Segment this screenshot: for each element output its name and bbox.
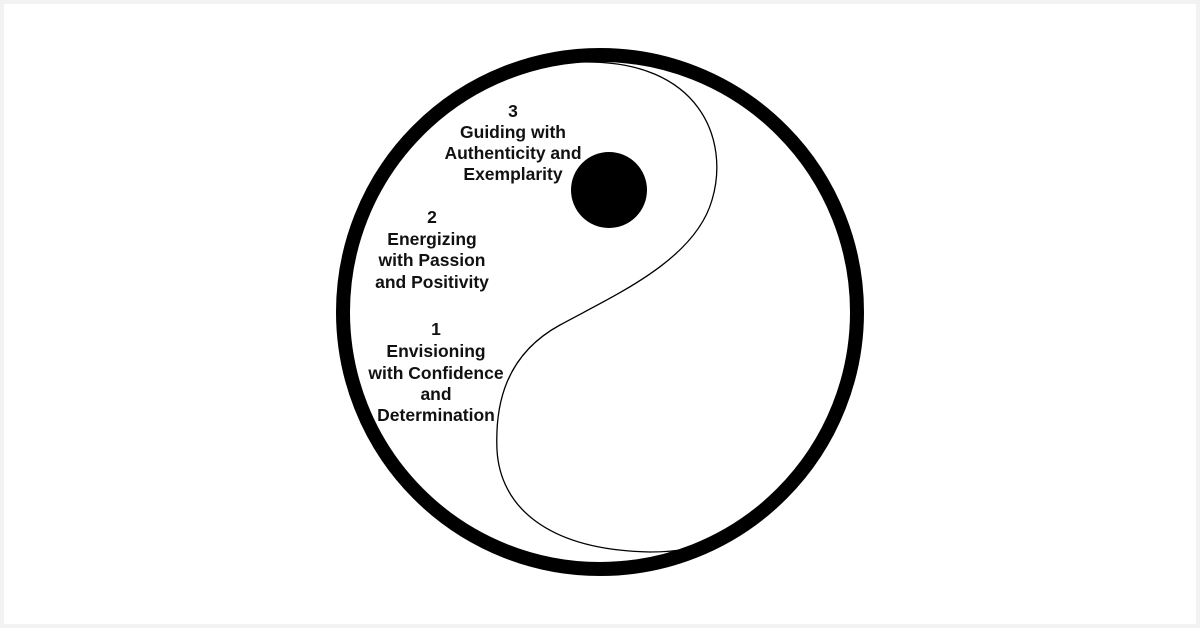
yin-yang-dot (571, 152, 647, 228)
stage-text-line: Exemplarity (463, 164, 562, 184)
stage-text-line: Authenticity and (444, 143, 581, 163)
stage-text-line: with Confidence (367, 363, 503, 383)
stage-number: 2 (427, 207, 437, 227)
stage-3-label: 3 Guiding with Authenticity and Exemplar… (444, 101, 581, 184)
outer-ring (336, 48, 864, 576)
stage-text-line: and (420, 384, 451, 404)
stage-number: 1 (431, 319, 441, 339)
stage-1-label: 1 Envisioning with Confidence and Determ… (367, 319, 503, 425)
stage-text-line: with Passion (378, 250, 486, 270)
yin-yang-divider-curve (496, 61, 718, 553)
stage-2-label: 2 Energizing with Passion and Positivity (375, 207, 489, 292)
stage-text-line: Guiding with (460, 122, 566, 142)
stage-text-line: Envisioning (386, 341, 485, 361)
stage-text-line: Energizing (387, 229, 476, 249)
stage-text-line: Determination (377, 405, 495, 425)
stage-number: 3 (508, 101, 518, 121)
stage-text-line: and Positivity (375, 272, 489, 292)
